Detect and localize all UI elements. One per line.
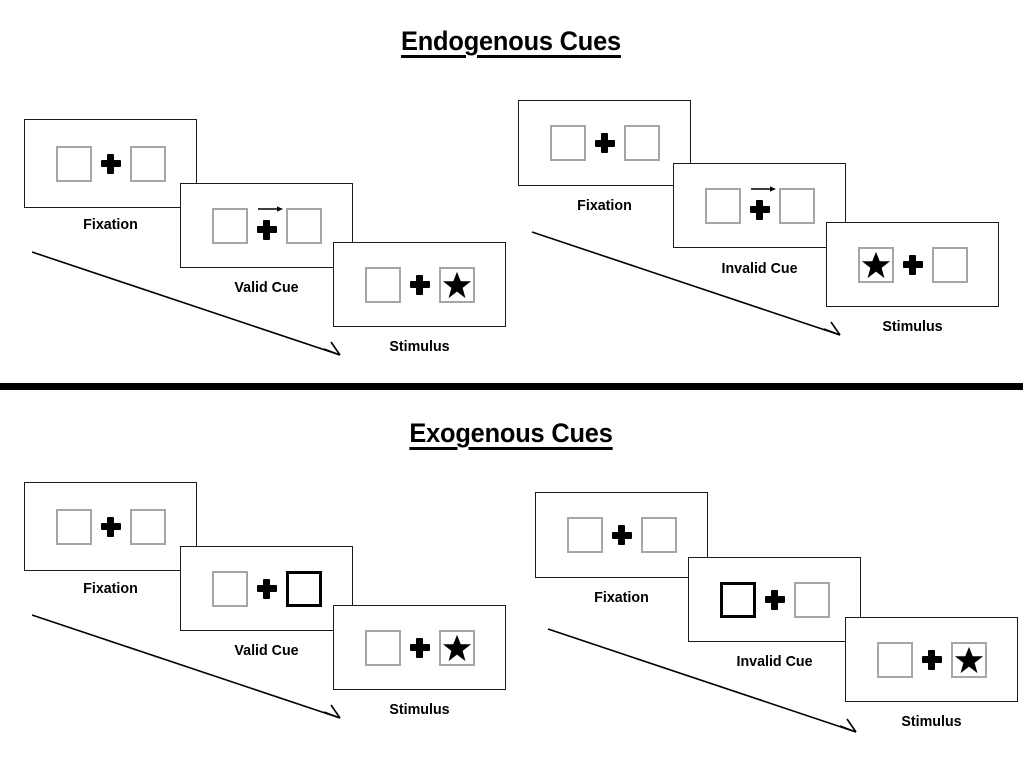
panel-label-invalid-cue: Invalid Cue [736, 653, 813, 670]
fixation-cross-wrap [586, 120, 624, 166]
plus-cross-icon [256, 578, 277, 599]
placeholder-box-right [640, 517, 677, 553]
panel-label-stimulus: Stimulus [389, 701, 450, 718]
panel-label-invalid-cue: Invalid Cue [721, 260, 798, 277]
panel-exogenous-invalid-cue [688, 557, 861, 642]
fixation-cross-wrap [401, 262, 439, 308]
plus-cross-icon [100, 153, 121, 174]
panel-endogenous-invalid-stimulus [826, 222, 999, 307]
section-divider [0, 383, 1023, 390]
placeholder-box-left [364, 629, 401, 666]
star-icon [442, 270, 472, 300]
plus-cross-icon [611, 525, 632, 545]
placeholder-box-right [285, 207, 322, 244]
placeholder-box-right [623, 125, 660, 161]
plus-cross-icon [256, 219, 277, 240]
panel-label-fixation: Fixation [594, 589, 649, 606]
plus-cross-icon [594, 133, 615, 153]
star-icon [954, 645, 984, 675]
placeholder-box-left [566, 517, 603, 553]
section-title-endogenous: Endogenous Cues [401, 26, 621, 56]
fixation-cross-wrap [248, 203, 286, 249]
placeholder-box-right [129, 508, 166, 545]
stimulus-box-right [438, 266, 475, 303]
placeholder-box-right [793, 581, 830, 618]
stimulus-box-left [857, 246, 894, 283]
panel-label-fixation: Fixation [83, 216, 138, 233]
fixation-cross-wrap [401, 625, 439, 671]
panel-label-fixation: Fixation [577, 197, 632, 214]
placeholder-box-right [931, 246, 968, 283]
fixation-cross-wrap [92, 504, 130, 550]
panel-exogenous-valid-fixation [24, 482, 197, 571]
placeholder-box-left [55, 508, 92, 545]
star-icon [861, 250, 891, 280]
placeholder-box-left [704, 187, 741, 224]
right-arrow-icon [257, 205, 285, 215]
panel-label-valid-cue: Valid Cue [234, 279, 299, 296]
panel-endogenous-invalid-fixation [518, 100, 691, 186]
star-icon [442, 633, 472, 663]
stimulus-box-right [438, 629, 475, 666]
placeholder-box-left [55, 145, 92, 182]
panel-endogenous-valid-fixation [24, 119, 197, 208]
panel-exogenous-invalid-fixation [535, 492, 708, 578]
plus-cross-icon [409, 637, 430, 658]
plus-cross-icon [921, 649, 942, 670]
plus-cross-icon [764, 589, 785, 610]
placeholder-box-right [778, 187, 815, 224]
sequence-arrow-exogenous-invalid [546, 627, 871, 745]
fixation-cross-wrap [913, 637, 951, 683]
panel-exogenous-valid-cue [180, 546, 353, 631]
section-title-exogenous: Exogenous Cues [409, 418, 613, 448]
fixation-cross-wrap [756, 577, 794, 623]
plus-cross-icon [100, 516, 121, 537]
right-arrow-icon [750, 185, 778, 195]
placeholder-box-left [211, 570, 248, 607]
stimulus-box-right [950, 641, 987, 678]
panel-label-stimulus: Stimulus [901, 713, 962, 730]
placeholder-box-left [549, 125, 586, 161]
plus-cross-icon [749, 199, 770, 220]
cued-box-left [719, 581, 756, 618]
placeholder-box-left [364, 266, 401, 303]
panel-label-fixation: Fixation [83, 580, 138, 597]
fixation-cross-wrap [248, 566, 286, 612]
placeholder-box-left [876, 641, 913, 678]
fixation-cross-wrap [741, 183, 779, 229]
fixation-cross-wrap [603, 512, 641, 558]
cued-box-right [285, 570, 322, 607]
panel-label-stimulus: Stimulus [389, 338, 450, 355]
panel-label-valid-cue: Valid Cue [234, 642, 299, 659]
panel-exogenous-invalid-stimulus [845, 617, 1018, 702]
plus-cross-icon [902, 254, 923, 275]
placeholder-box-left [211, 207, 248, 244]
panel-label-stimulus: Stimulus [882, 318, 943, 335]
placeholder-box-right [129, 145, 166, 182]
panel-endogenous-valid-cue [180, 183, 353, 268]
panel-endogenous-valid-stimulus [333, 242, 506, 327]
fixation-cross-wrap [894, 242, 932, 288]
panel-exogenous-valid-stimulus [333, 605, 506, 690]
plus-cross-icon [409, 274, 430, 295]
panel-endogenous-invalid-cue [673, 163, 846, 248]
fixation-cross-wrap [92, 141, 130, 187]
